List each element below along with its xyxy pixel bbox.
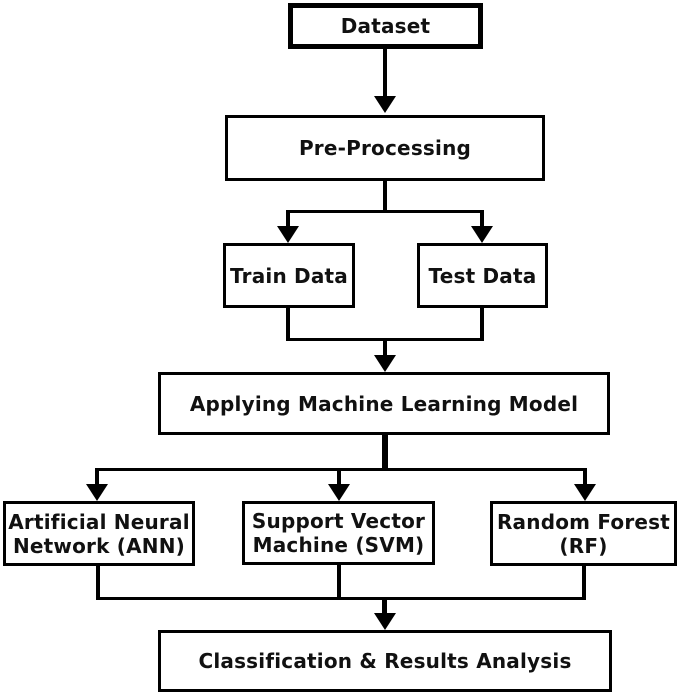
connector-to-train xyxy=(286,210,290,228)
node-results: Classification & Results Analysis xyxy=(158,630,612,692)
connector-ann-stub xyxy=(96,565,100,600)
arrowhead-into-preprocessing xyxy=(374,96,396,113)
node-svm: Support Vector Machine (SVM) xyxy=(242,501,435,565)
node-ann-label-line1: Artificial Neural xyxy=(8,509,190,534)
connector-to-model xyxy=(383,338,387,357)
node-rf-label-line1: Random Forest xyxy=(496,509,671,534)
node-svm-label-line2: Machine (SVM) xyxy=(252,533,425,557)
node-ann: Artificial Neural Network (ANN) xyxy=(3,501,195,566)
connector-to-rf xyxy=(583,468,587,485)
node-rf-label-line2: (RF) xyxy=(559,533,608,558)
connector-svm-stub xyxy=(337,564,341,600)
arrowhead-into-results xyxy=(374,613,396,630)
arrowhead-into-model xyxy=(374,355,396,372)
connector-test-stub xyxy=(480,307,484,341)
node-preprocessing: Pre-Processing xyxy=(225,115,545,181)
connector-to-results xyxy=(382,597,387,615)
node-train-data-label: Train Data xyxy=(229,263,348,288)
node-apply-ml-model: Applying Machine Learning Model xyxy=(158,372,610,435)
node-results-label: Classification & Results Analysis xyxy=(198,649,572,673)
node-train-data: Train Data xyxy=(223,243,355,308)
connector-split-classifiers xyxy=(95,468,587,471)
connector-merge-classifiers xyxy=(96,597,586,600)
connector-to-ann xyxy=(95,468,99,485)
arrowhead-into-test xyxy=(471,226,493,243)
node-apply-ml-model-label: Applying Machine Learning Model xyxy=(189,391,579,416)
connector-train-stub xyxy=(286,307,290,341)
arrowhead-into-ann xyxy=(86,484,108,501)
connector-dataset-preprocessing xyxy=(383,49,387,97)
connector-split-train-test xyxy=(286,210,484,213)
arrowhead-into-rf xyxy=(574,484,596,501)
connector-preprocessing-stub xyxy=(383,181,387,213)
arrowhead-into-svm xyxy=(328,484,350,501)
arrowhead-into-train xyxy=(277,226,299,243)
node-svm-label-line1: Support Vector xyxy=(251,509,426,533)
node-test-data: Test Data xyxy=(417,243,548,308)
node-preprocessing-label: Pre-Processing xyxy=(298,136,472,160)
node-dataset-label: Dataset xyxy=(340,14,431,38)
node-rf: Random Forest (RF) xyxy=(490,501,677,566)
connector-model-stub xyxy=(382,434,388,471)
connector-to-svm xyxy=(337,468,341,485)
node-test-data-label: Test Data xyxy=(428,263,537,288)
node-dataset: Dataset xyxy=(288,3,483,49)
connector-to-test xyxy=(480,210,484,228)
node-ann-label-line2: Network (ANN) xyxy=(12,533,186,558)
connector-rf-stub xyxy=(582,565,586,600)
